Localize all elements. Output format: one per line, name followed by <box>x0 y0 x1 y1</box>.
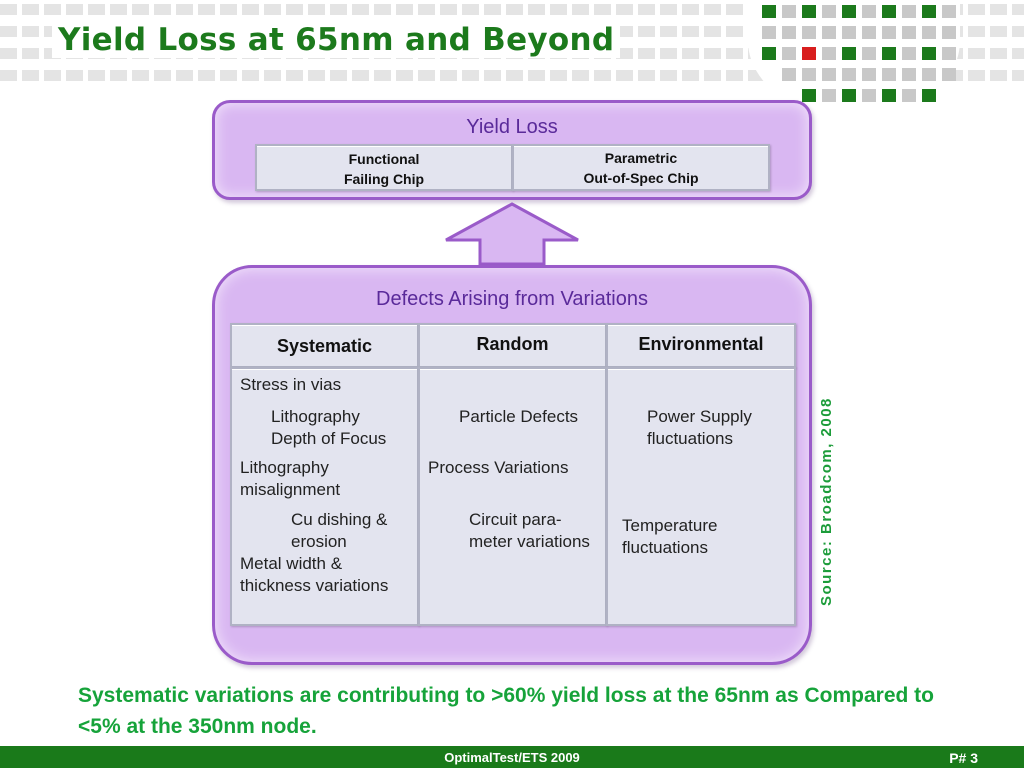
environmental-item: Temperature <box>622 516 718 535</box>
parametric-label: Parametric <box>604 150 678 166</box>
systematic-item: Lithography <box>271 407 360 426</box>
systematic-item: Depth of Focus <box>271 429 387 448</box>
yield-loss-title: Yield Loss <box>466 116 558 138</box>
source-note: Source: Broadcom, 2008 <box>818 397 835 606</box>
footer-bar: OptimalTest/ETS 2009 P# 3 <box>0 746 1024 768</box>
random-item: Circuit para- <box>469 510 562 529</box>
out-of-spec-label: Out-of-Spec Chip <box>583 170 699 186</box>
environmental-item: fluctuations <box>622 538 708 557</box>
column-header-random: Random <box>418 323 607 368</box>
random-item: Particle Defects <box>459 407 579 426</box>
systematic-item: misalignment <box>240 480 341 499</box>
failing-chip-label: Failing Chip <box>343 171 425 187</box>
environmental-column <box>606 367 796 626</box>
defects-title: Defects Arising from Variations <box>376 288 648 310</box>
systematic-item: Cu dishing & <box>291 510 388 529</box>
random-column <box>418 367 607 626</box>
random-item: meter variations <box>469 532 590 551</box>
systematic-item: erosion <box>291 532 347 551</box>
systematic-item: Lithography <box>240 458 329 477</box>
random-item: Process Variations <box>428 458 569 477</box>
systematic-item: Stress in vias <box>240 375 342 394</box>
functional-failing-cell: Functional Failing Chip <box>255 144 513 191</box>
environmental-item: fluctuations <box>647 429 733 448</box>
defects-panel: Defects Arising from Variations Systemat… <box>212 265 812 665</box>
systematic-item: thickness variations <box>240 576 389 595</box>
column-header-environmental: Environmental <box>606 323 796 368</box>
company-logo <box>748 0 960 118</box>
logo-grid-icon <box>762 5 956 102</box>
systematic-item: Metal width & <box>240 554 343 573</box>
column-header-systematic: Systematic <box>230 323 419 368</box>
yield-loss-panel: Yield Loss Functional Failing Chip Param… <box>212 100 812 200</box>
up-arrow-icon <box>445 202 579 266</box>
environmental-item: Power Supply <box>647 407 752 426</box>
summary-statement: Systematic variations are contributing t… <box>78 684 935 738</box>
page-number: P# 3 <box>949 750 978 766</box>
slide-title: Yield Loss at 65nm and Beyond <box>52 22 621 58</box>
footer-label: OptimalTest/ETS 2009 <box>444 750 580 765</box>
parametric-out-of-spec-cell: Parametric Out-of-Spec Chip <box>512 144 770 191</box>
systematic-column <box>230 367 419 626</box>
functional-label: Functional <box>348 151 420 167</box>
